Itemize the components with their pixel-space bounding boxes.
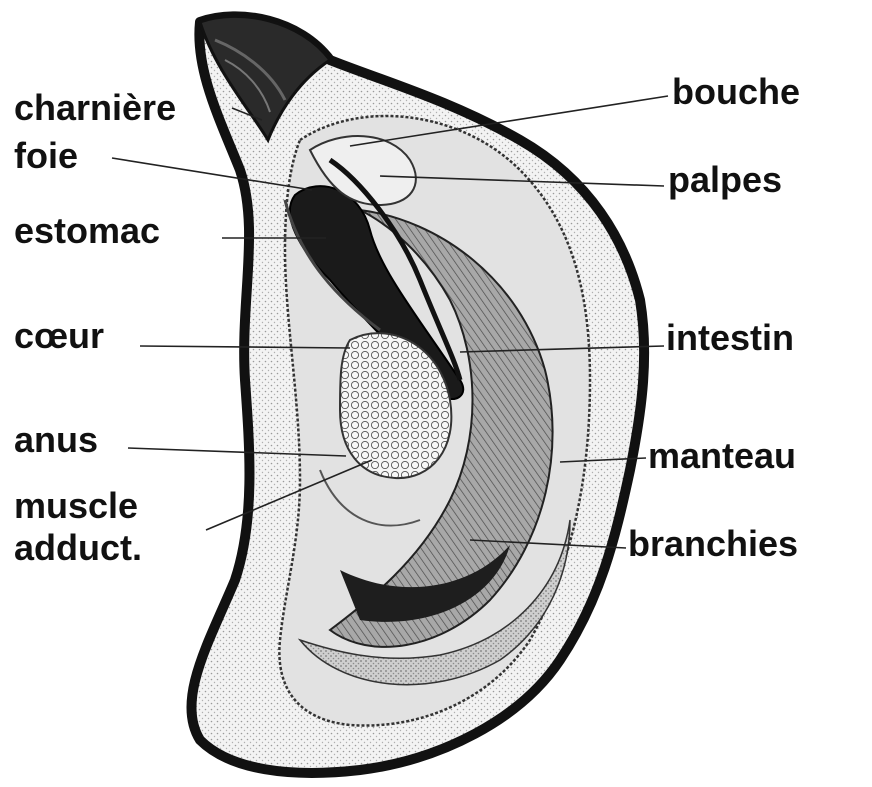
label-foie: foie (14, 135, 78, 176)
label-muscle-line2: adduct. (14, 527, 142, 568)
label-charniere: charnière (14, 87, 176, 128)
label-coeur: cœur (14, 315, 104, 356)
label-palpes: palpes (668, 159, 782, 200)
label-branchies: branchies (628, 523, 798, 564)
label-manteau: manteau (648, 435, 796, 476)
label-intestin: intestin (666, 317, 794, 358)
label-estomac: estomac (14, 210, 160, 251)
label-anus: anus (14, 419, 98, 460)
label-bouche: bouche (672, 71, 800, 112)
label-muscle-line1: muscle (14, 485, 138, 526)
